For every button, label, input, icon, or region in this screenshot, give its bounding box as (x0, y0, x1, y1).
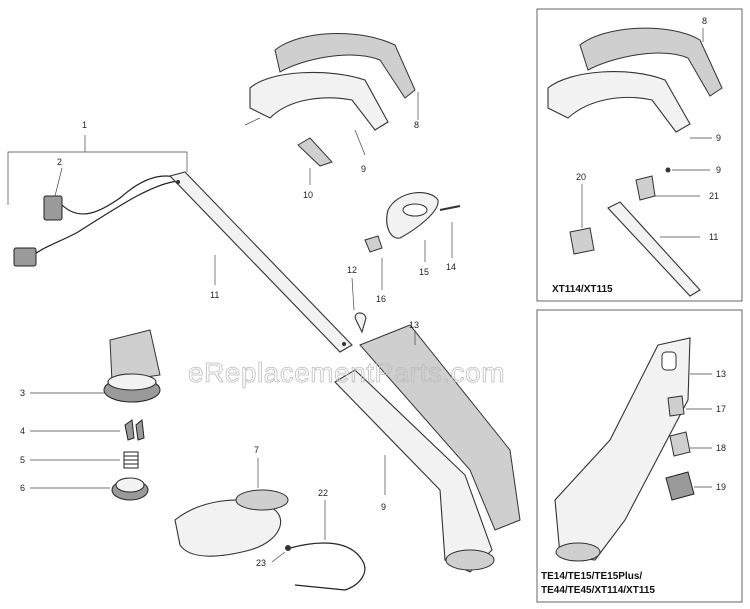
callout-11: 11 (210, 290, 219, 300)
callout-16: 16 (376, 294, 386, 304)
part-15-auxiliary-handle (386, 192, 439, 262)
inset-bottom-model-label-line2: TE44/TE45/XT114/XT115 (541, 585, 655, 596)
callout-15: 15 (419, 267, 429, 277)
callout-3: 3 (20, 388, 25, 398)
callout-12: 12 (347, 265, 357, 275)
part-4-screws (30, 419, 145, 441)
inset-top-part-20 (569, 184, 595, 255)
inset-bottom-callout-19: 19 (716, 482, 726, 492)
inset-bottom-part-17 (667, 395, 712, 417)
part-14-bolt (439, 205, 461, 258)
inset-bottom-callout-18: 18 (716, 443, 726, 453)
callout-14: 14 (446, 262, 456, 272)
inset-top-handle (547, 27, 723, 139)
inset-box-bottom (536, 309, 743, 603)
part-6-spool (30, 477, 149, 501)
callout-8: 8 (414, 120, 419, 130)
part-2-switch-cord (13, 167, 179, 267)
inset-top-callout-21: 21 (709, 191, 719, 201)
inset-top-callout-9-lower: 9 (716, 165, 721, 175)
part-5-spring (30, 451, 139, 469)
callout-13: 13 (409, 320, 419, 330)
inset-top-model-label: XT114/XT115 (552, 284, 613, 295)
inset-bottom-part-19 (665, 471, 712, 501)
callout-2: 2 (57, 157, 62, 167)
callout-6: 6 (20, 483, 25, 493)
inset-bottom-model-label-line1: TE14/TE15/TE15Plus/ (541, 571, 642, 582)
inset-top-shaft (607, 201, 701, 297)
callout-7: 7 (254, 445, 259, 455)
inset-top-callout-9-upper: 9 (716, 133, 721, 143)
callout-9-lower: 9 (381, 502, 386, 512)
callout-4: 4 (20, 426, 25, 436)
part-7-guard (174, 458, 289, 557)
inset-bottom-housing (554, 337, 712, 562)
inset-top-screw-9 (665, 167, 710, 173)
callout-23: 23 (256, 558, 266, 568)
inset-bottom-part-18 (669, 431, 712, 457)
part-11-shaft (168, 171, 353, 353)
inset-top-part-21 (635, 175, 700, 201)
callout-1: 1 (82, 120, 87, 130)
part-13-motor-housing (334, 324, 521, 573)
part-22-edge-guide (289, 500, 366, 591)
part-3-motor (30, 329, 161, 403)
callout-9-upper: 9 (361, 164, 366, 174)
part-12-cable-clip (351, 277, 367, 334)
part-1-bracket (7, 135, 188, 205)
part-23-screw (271, 545, 291, 563)
callout-10: 10 (303, 190, 313, 200)
inset-top-callout-11: 11 (709, 232, 718, 242)
inset-bottom-callout-13: 13 (716, 369, 726, 379)
inset-bottom-callout-17: 17 (716, 404, 726, 414)
part-10-clip (297, 137, 333, 185)
callout-5: 5 (20, 455, 25, 465)
watermark: eReplacementParts.com (188, 357, 505, 388)
inset-box-top (536, 8, 743, 302)
part-16-wing-nut (364, 235, 383, 290)
callout-22: 22 (318, 488, 328, 498)
inset-top-callout-8: 8 (702, 16, 707, 26)
inset-top-callout-20: 20 (576, 172, 586, 182)
part-8-handle (244, 33, 419, 156)
